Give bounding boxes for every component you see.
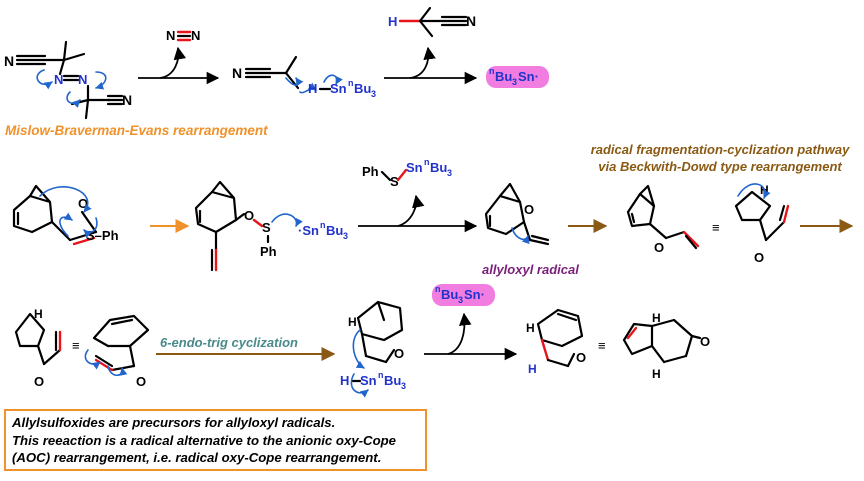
nitrogen-gas: N N: [166, 28, 200, 43]
svg-text:N: N: [232, 65, 242, 81]
svg-text:3: 3: [458, 295, 463, 305]
svg-text:O: O: [524, 202, 534, 217]
svg-text:Bu: Bu: [441, 287, 458, 302]
svg-text:H: H: [34, 307, 43, 321]
svg-text:n: n: [320, 220, 326, 230]
svg-text:Bu: Bu: [430, 160, 447, 175]
svg-text:Sn: Sn: [406, 160, 423, 175]
product-3d: H O H: [526, 308, 586, 376]
svg-text:O: O: [654, 240, 664, 255]
label-fragmentation-2: via Beckwith-Dowd type rearrangement: [598, 159, 842, 174]
svg-text:O: O: [754, 250, 764, 265]
svg-text:O: O: [576, 350, 586, 365]
svg-text:H: H: [528, 362, 537, 376]
svg-text:N: N: [191, 28, 200, 43]
svg-text:O: O: [78, 196, 88, 211]
label-6-endo: 6-endo-trig cyclization: [160, 335, 298, 350]
equiv-2: ≡: [72, 338, 80, 353]
allyl-sulfoxide: O S–Ph: [12, 184, 119, 246]
aibn-molecule: N N N N: [4, 40, 132, 120]
svg-text:n: n: [378, 370, 384, 380]
svg-text:Sn·: Sn·: [464, 287, 485, 302]
svg-text:3: 3: [371, 89, 376, 99]
svg-text:N: N: [4, 53, 14, 69]
note-line-1: Allylsulfoxides are precursors for allyl…: [12, 415, 336, 430]
label-mbe: Mislow-Braverman-Evans rearrangement: [5, 123, 268, 138]
tin-radical-pill-2: n Bu 3 Sn·: [432, 284, 495, 306]
svg-text:n: n: [489, 66, 495, 76]
svg-text:Sn: Sn: [360, 373, 377, 388]
note-line-2: This reeaction is a radical alternative …: [12, 432, 397, 448]
svg-text:O: O: [700, 334, 710, 349]
svg-text:H: H: [652, 311, 661, 325]
product-bicyclic-enone: H H O: [622, 311, 710, 381]
svg-text:n: n: [348, 78, 354, 88]
svg-text:N: N: [54, 72, 63, 87]
svg-text:H: H: [388, 14, 397, 29]
svg-text:3: 3: [512, 77, 517, 87]
svg-text:S: S: [390, 174, 399, 189]
svg-text:3: 3: [343, 231, 348, 241]
cyclization-precursor-chair: O: [84, 314, 150, 389]
tin-radical-pill-1: n Bu 3 Sn·: [486, 66, 549, 88]
svg-text:O: O: [136, 374, 146, 389]
phenyl-tin-sulfide: Ph S Sn n Bu 3: [362, 157, 452, 189]
note-box: Allylsulfoxides are precursors for allyl…: [4, 409, 427, 471]
svg-text:3: 3: [401, 381, 406, 391]
svg-text:Sn·: Sn·: [518, 69, 539, 84]
note-line-3: (AOC) rearrangement, i.e. radical oxy-Co…: [12, 450, 382, 465]
svg-text:N: N: [78, 72, 87, 87]
svg-text:S: S: [262, 220, 271, 235]
svg-text:Bu: Bu: [326, 223, 343, 238]
svg-text:O: O: [394, 346, 404, 361]
fragmented-enone-3d: H O: [734, 183, 790, 265]
svg-text:Bu: Bu: [384, 373, 401, 388]
tributyltin-hydride: H Sn n Bu 3: [308, 74, 376, 99]
svg-text:Ph: Ph: [362, 164, 379, 179]
sulfenate-ester: O S Ph ·Sn n Bu 3: [194, 180, 348, 272]
svg-text:n: n: [424, 157, 430, 167]
isobutyronitrile: H N: [388, 6, 476, 38]
cyclized-radical: H O: [348, 300, 404, 369]
label-fragmentation-1: radical fragmentation-cyclization pathwa…: [591, 142, 850, 157]
svg-text:N: N: [122, 92, 132, 108]
svg-text:H: H: [348, 315, 357, 329]
svg-text:n: n: [435, 284, 441, 294]
svg-text:Bu: Bu: [495, 69, 512, 84]
label-allyloxyl: allyloxyl radical: [482, 262, 579, 277]
svg-text:Ph: Ph: [260, 244, 277, 259]
svg-text:3: 3: [447, 168, 452, 178]
svg-text:H: H: [308, 81, 317, 96]
svg-text:Sn: Sn: [330, 81, 347, 96]
svg-text:H: H: [652, 367, 661, 381]
svg-text:S–Ph: S–Ph: [86, 228, 119, 243]
fragmented-enone: O: [626, 184, 700, 255]
svg-text:·Sn: ·Sn: [298, 223, 319, 238]
svg-text:O: O: [34, 374, 44, 389]
svg-text:O: O: [244, 208, 254, 223]
allyloxyl-radical-structure: O: [484, 182, 550, 246]
equiv-1: ≡: [712, 220, 720, 235]
svg-text:H: H: [340, 373, 349, 388]
svg-text:Bu: Bu: [354, 81, 371, 96]
svg-text:N: N: [466, 13, 476, 29]
cyanopropyl-radical: N: [232, 55, 317, 94]
tin-hydride-2: H Sn n Bu 3: [340, 370, 406, 398]
cyclization-precursor: H O: [14, 307, 62, 389]
svg-text:H: H: [526, 321, 535, 335]
equiv-3: ≡: [598, 338, 606, 353]
svg-text:N: N: [166, 28, 175, 43]
